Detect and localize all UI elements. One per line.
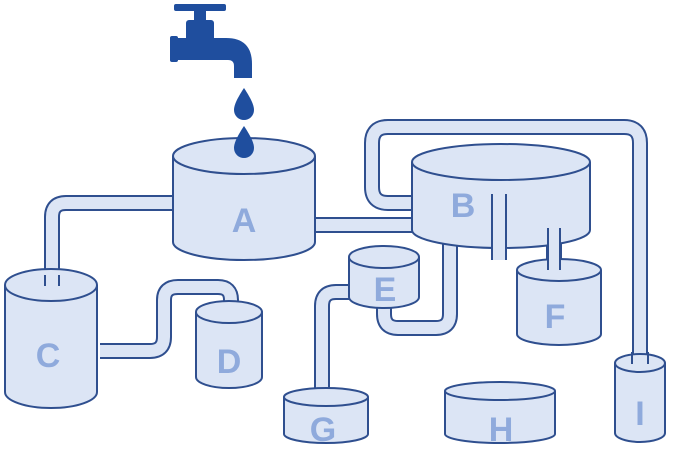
tank-b-label: B xyxy=(451,187,476,225)
tank-g-label: G xyxy=(310,411,336,449)
pipe-b-to-e xyxy=(376,228,458,336)
water-drop-icon-2 xyxy=(234,126,254,158)
tank-h-label: H xyxy=(489,411,514,449)
tank-b: B xyxy=(411,143,591,260)
faucet-icon xyxy=(170,4,252,78)
tank-a-label: A xyxy=(232,202,257,240)
water-drop-icon-1 xyxy=(234,88,254,120)
tank-d: D xyxy=(195,300,263,389)
tank-f-label: F xyxy=(545,298,566,336)
tank-h: H xyxy=(444,381,556,449)
pipe-e-to-g xyxy=(314,284,364,400)
pipe-c-to-d xyxy=(100,279,239,359)
tank-c-label: C xyxy=(36,337,61,375)
tank-g: G xyxy=(283,387,369,449)
tank-i: I xyxy=(614,352,666,443)
tank-i-label: I xyxy=(635,395,644,433)
tank-d-label: D xyxy=(217,343,242,381)
tank-f: F xyxy=(516,228,602,346)
tank-e: E xyxy=(348,245,420,309)
tank-e-label: E xyxy=(374,271,397,309)
tank-c: C xyxy=(4,268,98,409)
pipe-a-to-c xyxy=(44,195,186,286)
pipe-b-to-i xyxy=(364,119,648,366)
